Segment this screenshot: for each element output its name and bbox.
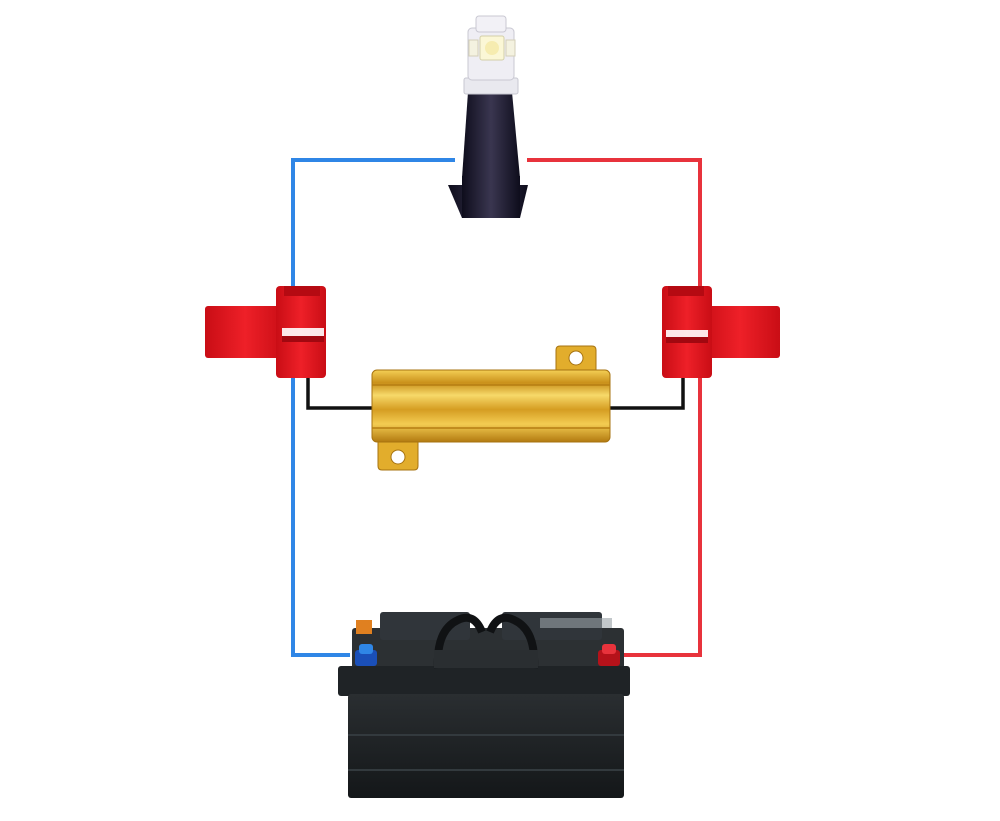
connector-left-icon [205, 286, 326, 378]
battery-negative-terminal-icon [355, 644, 377, 666]
car-battery-icon [338, 612, 630, 798]
negative-wire [291, 158, 455, 657]
connector-right-icon [662, 286, 780, 378]
load-resistor-icon [371, 345, 611, 471]
positive-wire [527, 158, 702, 657]
battery-positive-terminal-icon [598, 644, 620, 666]
led-bulb-icon [448, 15, 528, 218]
resistor-lead-left [306, 375, 378, 410]
resistor-lead-right [610, 378, 685, 410]
